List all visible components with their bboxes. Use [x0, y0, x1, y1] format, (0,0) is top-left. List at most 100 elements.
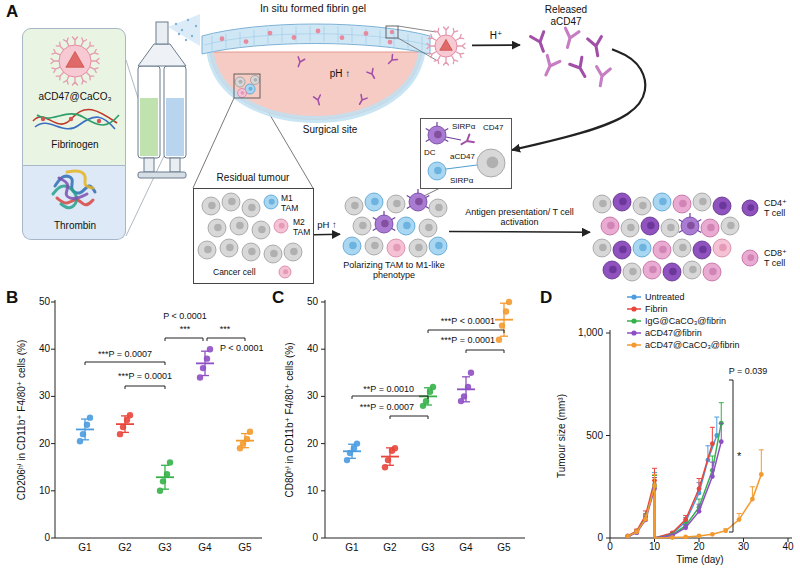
drawn-circle: [397, 217, 415, 235]
drawn-line: [51, 396, 55, 397]
drawn-path: [428, 330, 504, 333]
legend-entry: Untreated: [626, 292, 685, 302]
drawn-circle: [419, 219, 437, 237]
drawn-path: [531, 32, 550, 54]
drawn-path: [64, 38, 69, 46]
drawn-circle: [719, 202, 727, 210]
drawn-line: [321, 396, 325, 397]
drawn-circle: [409, 193, 427, 211]
drawn-circle: [220, 239, 238, 257]
drawn-circle: [371, 198, 379, 206]
drawn-circle: [157, 488, 163, 494]
drawn-line: [761, 450, 762, 475]
drawn-line: [55, 538, 262, 539]
drawn-circle: [634, 529, 639, 534]
drawn-path: [295, 57, 305, 68]
drawn-circle: [506, 299, 512, 305]
component-panel: Thrombin: [22, 166, 126, 240]
heading-label: In situ formed fibrin gel: [260, 2, 366, 14]
drawn-line: [683, 524, 688, 525]
drawn-path: [37, 114, 119, 125]
drawn-line: [652, 468, 657, 469]
drawing-group: [426, 122, 505, 180]
cell-cluster: Polarizing TAM to M1-like phenotype: [340, 192, 449, 286]
drawn-path: [90, 67, 98, 72]
drawn-circle: [392, 445, 398, 451]
component-label: Thrombin: [54, 220, 96, 232]
legend-entry: aCD47@fibrin: [626, 328, 702, 338]
drawing-group: [53, 171, 95, 208]
inset-box: DCSIRPαCD47aCD47SIRPα: [420, 118, 512, 189]
cell-label: DC: [424, 148, 436, 157]
drawn-circle: [643, 261, 661, 279]
drawn-path: [59, 178, 87, 198]
drawn-circle: [673, 195, 691, 213]
drawn-path: [459, 134, 474, 148]
drawn-path: [73, 77, 78, 85]
drawn-circle: [742, 200, 758, 216]
drawn-path: [367, 69, 378, 80]
drawn-circle: [649, 266, 657, 274]
drawn-line: [76, 429, 94, 431]
drawn-line: [325, 300, 326, 538]
drawn-circle: [619, 246, 627, 254]
drawn-circle: [643, 517, 648, 522]
drawn-line: [424, 188, 440, 196]
drawn-line: [366, 29, 367, 44]
connector-arrow: [512, 49, 645, 150]
drawn-line: [321, 443, 325, 444]
drawn-circle: [670, 535, 675, 540]
drawn-circle: [434, 167, 442, 175]
drawing-group: [194, 189, 314, 284]
tick-label: 50: [307, 296, 318, 308]
drawn-path: [53, 186, 76, 208]
drawn-circle: [120, 424, 126, 430]
drawn-circle: [613, 241, 631, 259]
drawn-circle: [629, 268, 637, 276]
drawn-path: [314, 95, 323, 106]
drawn-circle: [345, 197, 363, 215]
drawn-circle: [634, 530, 639, 535]
drawn-circle: [264, 245, 282, 263]
drawn-circle: [625, 534, 630, 539]
drawn-circle: [693, 193, 711, 211]
drawn-circle: [699, 246, 707, 254]
drawn-path: [85, 362, 165, 365]
drawn-rect: [156, 22, 168, 44]
drawn-line: [446, 137, 461, 140]
drawn-path: [64, 76, 69, 84]
drawn-circle: [381, 220, 389, 228]
drawn-line: [737, 513, 742, 514]
tick-label: 40: [307, 343, 318, 355]
drawn-path: [540, 55, 560, 77]
drawn-circle: [403, 222, 411, 230]
drawn-circle: [710, 532, 715, 537]
drawn-circle: [499, 322, 505, 328]
drawn-circle: [251, 76, 260, 85]
drawn-circle: [248, 248, 256, 256]
drawn-path: [628, 436, 717, 539]
group-label: G3: [421, 542, 434, 554]
drawn-line: [500, 336, 508, 337]
drawn-line: [380, 30, 381, 45]
drawn-circle: [375, 215, 393, 233]
drawn-circle: [434, 131, 442, 139]
drawn-circle: [238, 89, 247, 98]
drawn-circle: [41, 117, 45, 121]
drawn-circle: [84, 422, 90, 428]
tumour-box: Residual tumourM1 TAMM2 TAMCancer cell: [193, 172, 314, 284]
drawn-circle: [723, 528, 728, 533]
drawn-line: [719, 402, 724, 403]
legend-entry: IgG@CaCO₃@fibrin: [626, 316, 726, 326]
drawn-circle: [191, 35, 193, 37]
drawn-circle: [208, 219, 226, 237]
significance-label: ***P = 0.0001: [118, 371, 172, 381]
drawn-circle: [593, 239, 611, 257]
drawn-circle: [167, 459, 173, 465]
drawn-line: [254, 30, 255, 45]
drawn-circle: [707, 224, 715, 232]
axis-title: CD206ʰⁱ in CD11b⁺ F4/80⁺ cells (%): [16, 340, 28, 501]
caption-label: Polarizing TAM to M1-like phenotype: [342, 260, 446, 281]
drawn-rect: [164, 66, 186, 158]
drawn-circle: [264, 195, 278, 209]
